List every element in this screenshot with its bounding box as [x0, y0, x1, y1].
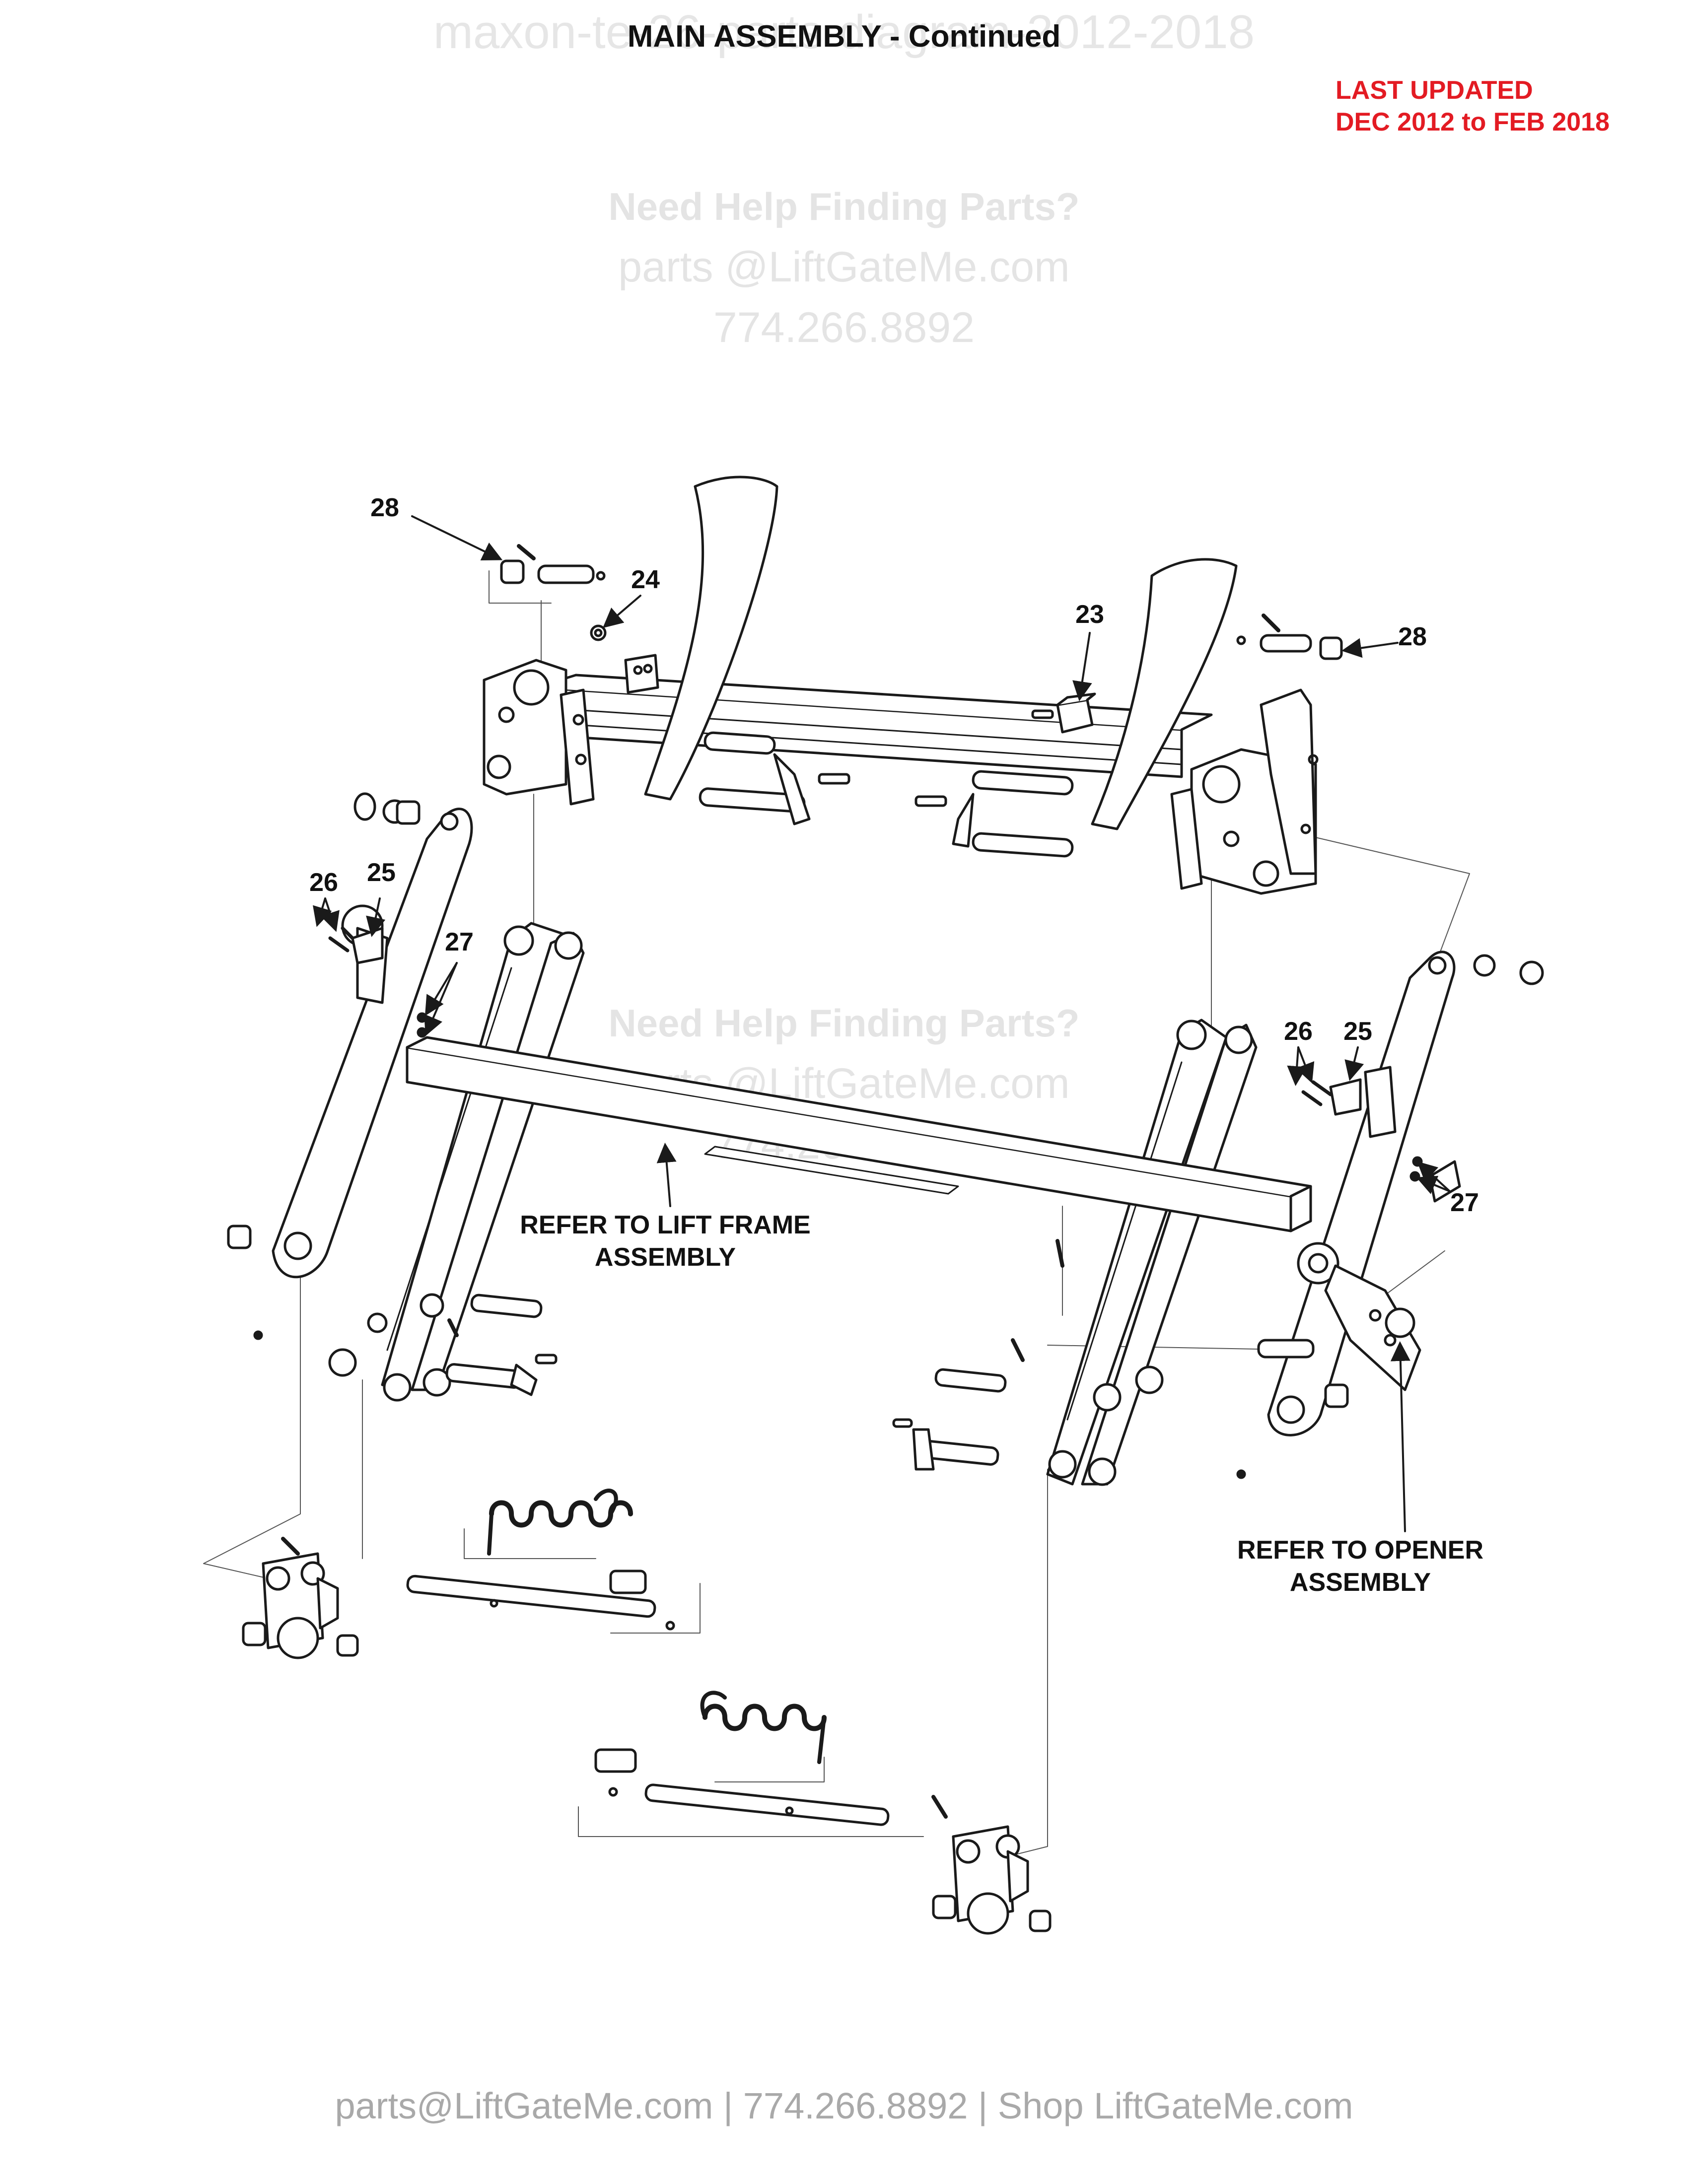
- callout-leaders: [313, 515, 1451, 1532]
- hinge-bracket-right: [931, 1795, 1052, 1935]
- help-heading: Need Help Finding Parts?: [608, 185, 1080, 228]
- lift-frame-tube: [406, 1036, 1312, 1232]
- callout-28-right: 28: [1398, 622, 1427, 651]
- opener-note-line2: ASSEMBLY: [1290, 1568, 1431, 1597]
- right-link-arm: [1267, 951, 1544, 1436]
- top-watermark: maxon-te-26-parts-diagram-2012-2018: [433, 5, 1255, 59]
- callout-28-left: 28: [370, 493, 399, 522]
- upright-plate-right: [1091, 558, 1238, 830]
- hinge-bracket-left: [242, 1537, 359, 1659]
- opener-note-line1: REFER TO OPENER: [1237, 1536, 1483, 1565]
- lift-frame-note-line1: REFER TO LIFT FRAME: [520, 1211, 810, 1239]
- right-lift-arm: [1046, 1019, 1258, 1486]
- callout-25-right: 25: [1343, 1017, 1372, 1046]
- help-heading: Need Help Finding Parts?: [608, 1001, 1080, 1045]
- upright-plate-left: [644, 476, 778, 801]
- upper-torsion-spring: [487, 1489, 633, 1556]
- page-title: MAIN ASSEMBLY - Continued: [627, 19, 1061, 54]
- callout-27-right: 27: [1450, 1188, 1479, 1217]
- left-end-bracket: [483, 654, 659, 806]
- left-lift-arm: [328, 922, 585, 1402]
- help-watermark-top: Need Help Finding Parts? parts @LiftGate…: [0, 176, 1688, 358]
- callout-24: 24: [631, 565, 660, 594]
- lower-torsion-shaft: [594, 1748, 890, 1826]
- opener-assembly: [1257, 1160, 1461, 1408]
- callout-26-left: 26: [309, 868, 338, 897]
- last-updated-note: LAST UPDATED DEC 2012 to FEB 2018: [1336, 74, 1610, 138]
- right-end-bracket: [1170, 688, 1319, 895]
- lift-frame-note-line2: ASSEMBLY: [595, 1243, 736, 1272]
- help-phone: 774.266.8892: [713, 304, 975, 351]
- last-updated-line1: LAST UPDATED: [1336, 76, 1533, 105]
- callout-23: 23: [1075, 600, 1104, 629]
- upper-pin-group-right: [1236, 614, 1343, 660]
- cross-tube-pins: [699, 731, 1074, 858]
- callout-25-left: 25: [367, 858, 396, 887]
- lower-left-pins: [445, 1294, 558, 1396]
- callout-27-left: 27: [445, 928, 474, 956]
- callout-26-right: 26: [1284, 1017, 1313, 1046]
- lower-torsion-spring: [700, 1691, 827, 1764]
- lower-right-pins: [892, 1239, 1064, 1471]
- last-updated-line2: DEC 2012 to FEB 2018: [1336, 108, 1610, 136]
- footer-contact: parts@LiftGateMe.com | 774.266.8892 | Sh…: [335, 2085, 1353, 2126]
- help-email: parts @LiftGateMe.com: [618, 243, 1070, 291]
- upper-pin-group-left: [500, 544, 607, 641]
- upper-torsion-shaft: [406, 1570, 675, 1631]
